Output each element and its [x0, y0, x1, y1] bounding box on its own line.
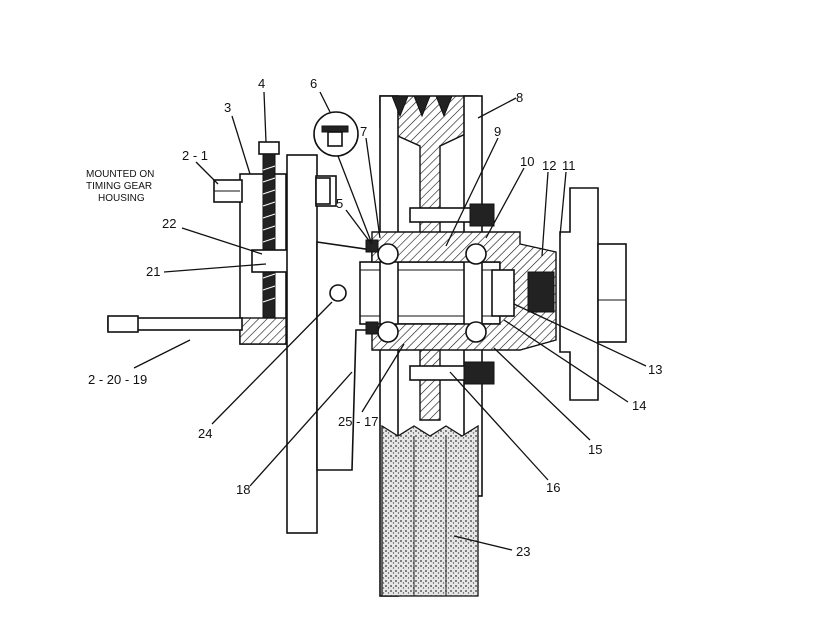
bearing-hub [365, 231, 557, 351]
callout-14: 14 [632, 398, 646, 413]
callout-9: 9 [494, 124, 501, 139]
callout-15: 15 [588, 442, 602, 457]
callout-18: 18 [236, 482, 250, 497]
callout-6: 6 [310, 76, 317, 91]
callout-13: 13 [648, 362, 662, 377]
note-line-3: HOUSING [98, 193, 145, 204]
mounting-note: MOUNTED ON TIMING GEAR HOUSING [86, 169, 154, 204]
callout-7: 7 [360, 124, 367, 139]
callout-23: 23 [516, 544, 530, 559]
callout-10: 10 [520, 154, 534, 169]
callout-22: 22 [162, 216, 176, 231]
callout-3: 3 [224, 100, 231, 115]
callout-8: 8 [516, 90, 523, 105]
mounting-bracket [107, 141, 289, 345]
note-line-1: MOUNTED ON [86, 169, 154, 180]
callout-16: 16 [546, 480, 560, 495]
callout-24: 24 [198, 426, 212, 441]
callout-25-17: 25 - 17 [338, 414, 378, 429]
callout-2-20-19: 2 - 20 - 19 [88, 372, 147, 387]
adjusting-plate [286, 154, 337, 534]
callout-4: 4 [258, 76, 265, 91]
detail-inset [313, 111, 359, 157]
callout-labels: 2 - 1 3 4 5 6 7 8 9 10 11 12 13 14 15 16… [88, 76, 662, 559]
leader-lines [133, 91, 647, 551]
callout-12: 12 [542, 158, 556, 173]
callout-11: 11 [562, 158, 576, 173]
drive-belts [381, 424, 479, 597]
callout-5: 5 [336, 196, 343, 211]
drive-flange [527, 187, 627, 401]
note-line-2: TIMING GEAR [86, 181, 152, 192]
callout-2-1: 2 - 1 [182, 148, 208, 163]
callout-21: 21 [146, 264, 160, 279]
